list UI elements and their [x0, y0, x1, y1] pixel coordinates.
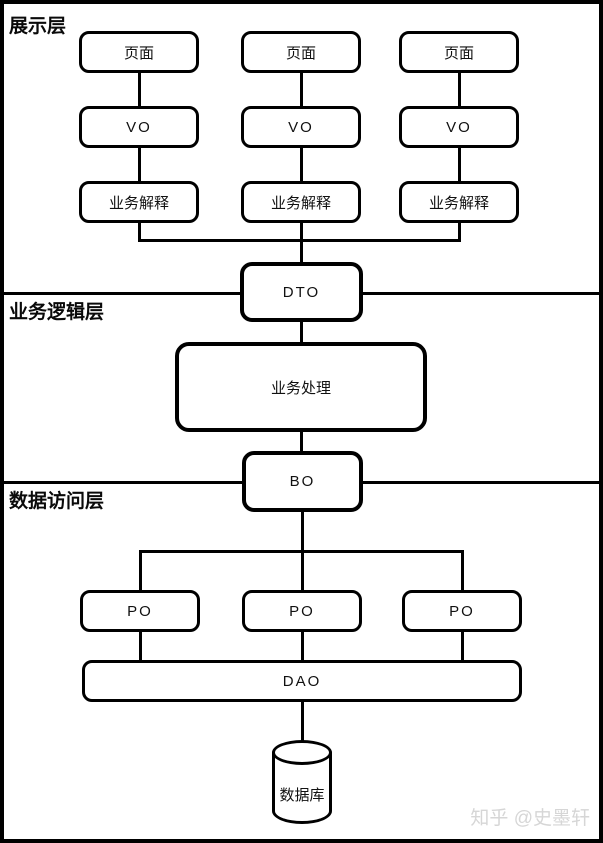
box-page-3: 页面 [399, 31, 519, 73]
connector-bus-po3 [460, 550, 464, 590]
watermark-zhihu: 知乎 @史墨轩 [470, 808, 590, 829]
box-bo: BO [242, 451, 363, 512]
connector-interp1-bus [137, 222, 141, 242]
database-cylinder: 数据库 [272, 740, 332, 824]
box-po-3: PO [402, 590, 522, 632]
box-interpretation-2: 业务解释 [241, 181, 361, 223]
box-dao: DAO [82, 660, 522, 702]
connector-bus-po1 [138, 550, 142, 590]
bus-interpretation-dto [137, 239, 461, 242]
connector-page1-vo1 [137, 72, 141, 107]
box-vo-1: VO [79, 106, 199, 148]
database-label: 数据库 [279, 787, 325, 804]
connector-po3-dao [460, 632, 464, 660]
bus-bo-po [138, 550, 464, 553]
connector-process-bo [299, 432, 303, 451]
connector-interp2-dto [299, 222, 303, 262]
box-po-2: PO [242, 590, 362, 632]
box-vo-2: VO [241, 106, 361, 148]
connector-po2-dao [300, 632, 304, 660]
box-vo-3: VO [399, 106, 519, 148]
box-po-1: PO [80, 590, 200, 632]
box-business-process: 业务处理 [175, 342, 427, 432]
connector-interp3-bus [457, 222, 461, 242]
layer-label-presentation: 展示层 [9, 16, 67, 37]
connector-vo2-interp2 [299, 147, 303, 182]
box-interpretation-3: 业务解释 [399, 181, 519, 223]
layer-label-business: 业务逻辑层 [9, 302, 105, 323]
layer-label-data-access: 数据访问层 [9, 491, 105, 512]
connector-po1-dao [138, 632, 142, 660]
box-page-2: 页面 [241, 31, 361, 73]
box-dto: DTO [240, 262, 363, 322]
connector-page3-vo3 [457, 72, 461, 107]
connector-page2-vo2 [299, 72, 303, 107]
box-page-1: 页面 [79, 31, 199, 73]
connector-dto-process [299, 322, 303, 342]
connector-vo3-interp3 [457, 147, 461, 182]
connector-vo1-interp1 [137, 147, 141, 182]
box-interpretation-1: 业务解释 [79, 181, 199, 223]
database-cylinder-top [272, 740, 332, 765]
connector-dao-database [300, 702, 304, 744]
